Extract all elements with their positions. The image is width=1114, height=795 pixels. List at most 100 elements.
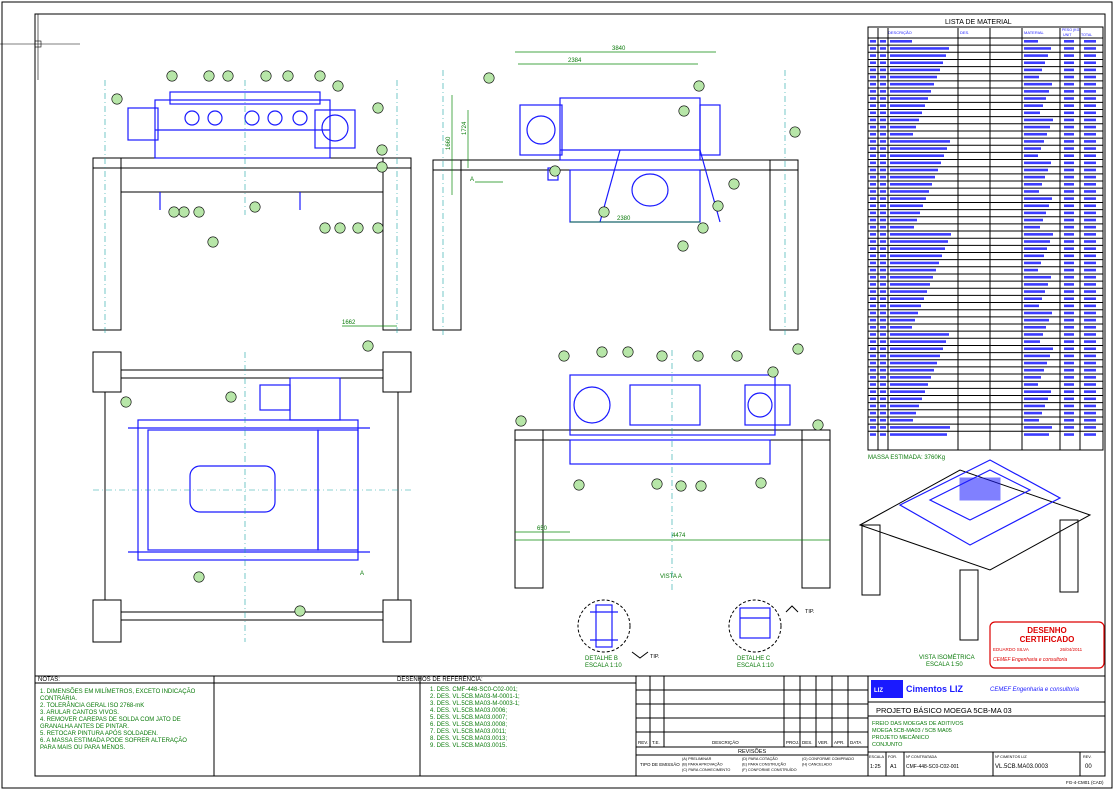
callout-balloon bbox=[792, 343, 804, 355]
svg-text:FREIO DAS MOEGAS DE ADITIVOS: FREIO DAS MOEGAS DE ADITIVOS bbox=[872, 721, 964, 727]
conveyor-body bbox=[559, 97, 701, 161]
cursor-crosshair bbox=[0, 14, 80, 80]
reference-line: 4. DES. VL.5CB.MA03.0006; bbox=[430, 708, 507, 714]
revisions-label: REVISÕES bbox=[738, 748, 766, 755]
note-line: 4. REMOVER CAREPAS DE SOLDA COM JATO DE bbox=[40, 717, 181, 723]
callout-balloon bbox=[651, 478, 663, 490]
tail-housing bbox=[699, 104, 721, 156]
tipo-option: (B) PARA APROVAÇÃO bbox=[682, 762, 723, 767]
svg-text:APR.: APR. bbox=[834, 740, 845, 745]
revisions-table: REV. T.E. DESCRIÇÃO PROJ. DES. VER. APR.… bbox=[636, 676, 868, 772]
svg-text:CEMEF Engenharia e consultoria: CEMEF Engenharia e consultoria bbox=[993, 657, 1067, 663]
callout-balloon bbox=[282, 70, 294, 82]
callout-balloon bbox=[622, 346, 634, 358]
bottom-panel: NOTAS: DESENHOS DE REFERÊNCIA: 1. DIMENS… bbox=[35, 675, 1105, 785]
side-elevation-view: 3840 2384 1660 1724 2380 A bbox=[432, 46, 799, 335]
iso-scale: ESCALA 1:50 bbox=[926, 662, 963, 668]
vista-a-view: 650 4474 VISTA A bbox=[514, 350, 831, 590]
format-value: A1 bbox=[890, 764, 897, 770]
callout-balloon bbox=[166, 70, 178, 82]
callout-balloon bbox=[193, 206, 205, 218]
callout-balloon bbox=[693, 80, 705, 92]
detail-b-label: DETALHE B bbox=[585, 656, 618, 662]
detail-c-scale: ESCALA 1:10 bbox=[737, 663, 774, 669]
note-line: 3. ARULAR CANTOS VIVOS. bbox=[40, 710, 119, 716]
conveyor-body bbox=[569, 374, 776, 436]
iso-label: VISTA ISOMÉTRICA bbox=[919, 654, 975, 661]
drive-housing bbox=[519, 104, 563, 156]
svg-text:UNIT: UNIT bbox=[1063, 33, 1072, 37]
frame-beam bbox=[120, 167, 384, 193]
tipo-option: (G) CONFORME COMPRADO bbox=[802, 757, 854, 761]
callout-balloon bbox=[168, 206, 180, 218]
tipo-option: (F) CONFORME CONSTRUÍDO bbox=[742, 768, 797, 772]
contract-number: CMF-448-SC0-C02-001 bbox=[906, 764, 959, 770]
note-line: 2. TOLERÂNCIA GERAL ISO 2768-mK bbox=[40, 702, 144, 709]
callout-balloon bbox=[755, 477, 767, 489]
project-title: PROJETO BÁSICO MOEGA 5CB-MA 03 bbox=[876, 706, 1012, 715]
dim-1724: 1724 bbox=[462, 121, 468, 135]
notes-list: 1. DIMENSÕES EM MILÍMETROS, EXCETO INDIC… bbox=[40, 688, 196, 751]
note-line: GRANALHA ANTES DE PINTAR. bbox=[40, 724, 129, 730]
dim-2380: 2380 bbox=[617, 216, 631, 222]
callout-balloon bbox=[728, 178, 740, 190]
svg-text:MOEGA 5CB-MA03 / 5CB MA05: MOEGA 5CB-MA03 / 5CB MA05 bbox=[872, 728, 952, 734]
callout-balloon bbox=[372, 102, 384, 114]
svg-text:CERTIFICADO: CERTIFICADO bbox=[1020, 635, 1075, 644]
callout-balloon bbox=[656, 350, 668, 362]
reference-line: 6. DES. VL.5CB.MA03.0008; bbox=[430, 722, 507, 728]
callout-balloon bbox=[712, 200, 724, 212]
svg-text:PROJ.: PROJ. bbox=[786, 740, 799, 745]
callout-balloon bbox=[178, 206, 190, 218]
dim-2384: 2384 bbox=[568, 58, 582, 64]
dim-1660: 1660 bbox=[446, 136, 452, 150]
svg-text:FOR.: FOR. bbox=[888, 755, 897, 759]
inspection-cover bbox=[189, 465, 276, 513]
detail-b: TIP. DETALHE B ESCALA 1:10 bbox=[577, 599, 660, 669]
svg-text:T.E.: T.E. bbox=[652, 740, 660, 745]
detail-c-label: DETALHE C bbox=[737, 656, 771, 662]
frame-leg bbox=[432, 159, 462, 331]
bill-of-materials: LISTA DE MATERIAL DESCRIÇÃO DES. MATERIA… bbox=[867, 19, 1104, 461]
note-line: 1. DIMENSÕES EM MILÍMETROS, EXCETO INDIC… bbox=[40, 688, 196, 695]
drawing-number: VL.5CB.MA03.0003 bbox=[995, 764, 1049, 770]
callout-balloon bbox=[111, 93, 123, 105]
callout-balloon bbox=[695, 480, 707, 492]
reference-line: 2. DES. VL.5CB.MA03-M-0001-1; bbox=[430, 694, 520, 700]
front-elevation-view: 1662 bbox=[92, 80, 412, 335]
frame-leg bbox=[92, 157, 122, 331]
frame-beam bbox=[92, 157, 412, 169]
svg-text:REV.: REV. bbox=[638, 740, 648, 745]
callout-balloon bbox=[314, 70, 326, 82]
bom-title: LISTA DE MATERIAL bbox=[945, 19, 1012, 26]
svg-text:PESO (KG): PESO (KG) bbox=[1062, 28, 1081, 32]
sheet-inner-border bbox=[34, 13, 1106, 777]
svg-text:CONJUNTO: CONJUNTO bbox=[872, 742, 903, 748]
svg-text:VER.: VER. bbox=[818, 740, 829, 745]
svg-text:DATA: DATA bbox=[850, 740, 861, 745]
callout-balloon bbox=[573, 479, 585, 491]
svg-text:DESENHO: DESENHO bbox=[1027, 626, 1067, 635]
callout-balloon bbox=[558, 350, 570, 362]
callout-balloon bbox=[334, 222, 346, 234]
callout-balloon bbox=[352, 222, 364, 234]
callout-balloon bbox=[319, 222, 331, 234]
callout-balloon bbox=[207, 236, 219, 248]
consultancy-name: CEMEF Engenharia e consultoria bbox=[990, 687, 1080, 693]
tipo-option: (H) CANCELADO bbox=[802, 763, 832, 767]
reference-line: 8. DES. VL.5CB.MA03.0013; bbox=[430, 736, 507, 742]
mass-estimate: MASSA ESTIMADA: 3760Kg bbox=[868, 455, 945, 461]
tipo-option: (C) PARA CONHECIMENTO bbox=[682, 768, 730, 772]
section-mark-a: A bbox=[470, 177, 474, 183]
note-line: CONTRÁRIA. bbox=[40, 695, 77, 702]
callout-balloon bbox=[376, 161, 388, 173]
svg-text:Nº CONTRATADA: Nº CONTRATADA bbox=[906, 755, 937, 759]
dim-650: 650 bbox=[537, 526, 548, 532]
callout-balloon bbox=[697, 222, 709, 234]
callout-balloon bbox=[222, 70, 234, 82]
plan-view: A bbox=[92, 351, 412, 643]
callout-balloon bbox=[515, 415, 527, 427]
reference-line: 7. DES. VL.5CB.MA03.0011; bbox=[430, 729, 507, 735]
